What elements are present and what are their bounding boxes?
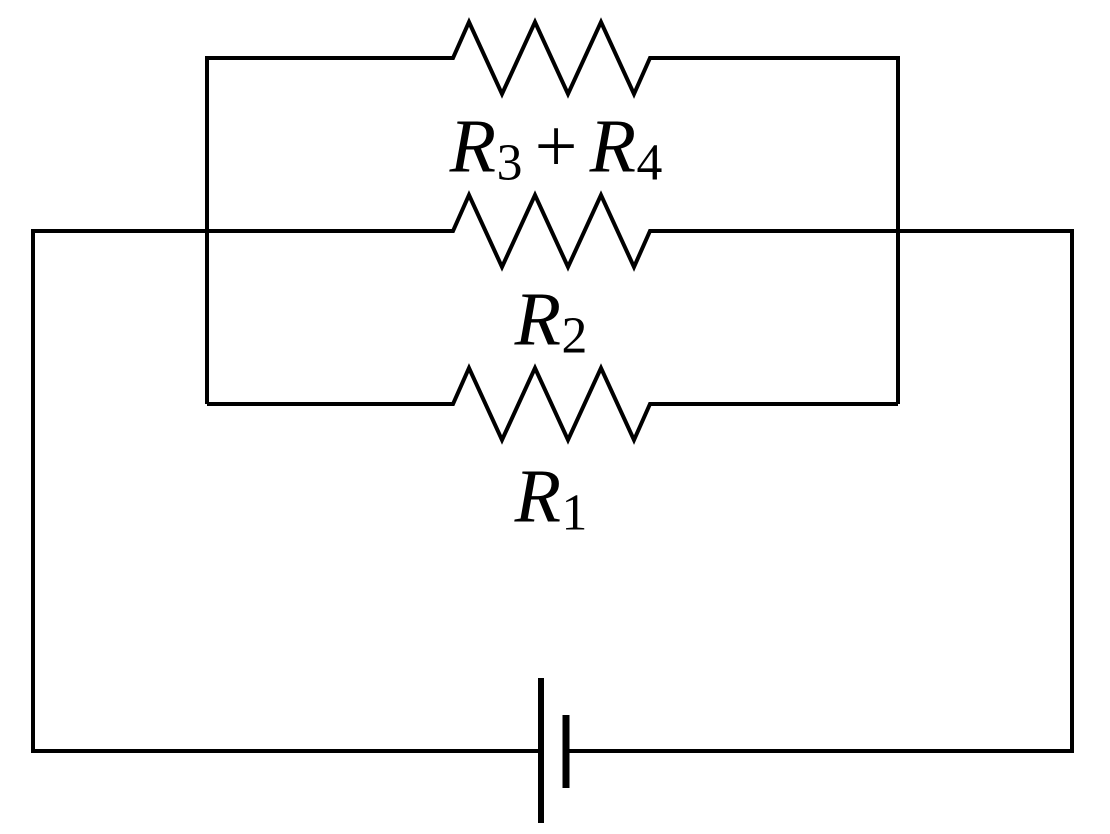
- label-r2-subscript: 2: [561, 307, 588, 365]
- label-r3-base: R: [449, 104, 497, 189]
- label-r2-base: R: [514, 277, 562, 362]
- outer-loop-r2-branch-wire: [31, 190, 1074, 753]
- plus-operator: +: [534, 104, 578, 189]
- label-r4-base: R: [589, 104, 637, 189]
- label-r3-plus-r4: R3+R4: [450, 109, 663, 190]
- label-r2: R2: [515, 282, 588, 363]
- r1-branch-wire: [207, 363, 898, 445]
- label-r1-subscript: 1: [561, 484, 588, 542]
- r3-r4-branch-wire: [205, 17, 900, 404]
- label-r4-subscript: 4: [636, 134, 663, 192]
- label-r3-subscript: 3: [496, 134, 523, 192]
- label-r1: R1: [515, 459, 588, 540]
- label-r1-base: R: [514, 454, 562, 539]
